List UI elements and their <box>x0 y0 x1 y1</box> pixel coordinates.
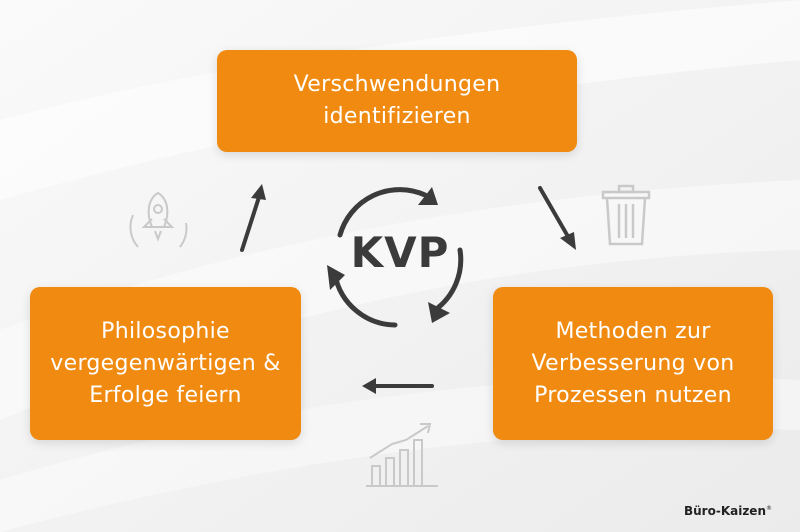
growth-chart-icon <box>366 423 438 487</box>
step-use-methods: Methoden zur Verbesserung von Prozessen … <box>493 287 773 440</box>
trash-icon <box>601 184 651 246</box>
brand-name: Büro-Kaizen <box>683 504 766 518</box>
step-celebrate-success: Philosophie vergegenwärtigen & Erfolge f… <box>30 287 301 440</box>
rocket-icon <box>129 191 188 248</box>
step-identify-waste: Verschwendungen identifizieren <box>217 50 577 152</box>
arrow-down-right-icon <box>538 186 576 250</box>
arrow-left-icon <box>362 378 434 394</box>
cycle-arrows <box>327 187 464 328</box>
brand-logo: Büro-Kaizen® <box>684 504 772 518</box>
arrow-up-icon <box>240 184 266 252</box>
registered-mark: ® <box>766 505 772 512</box>
center-label: KVP <box>350 228 450 277</box>
